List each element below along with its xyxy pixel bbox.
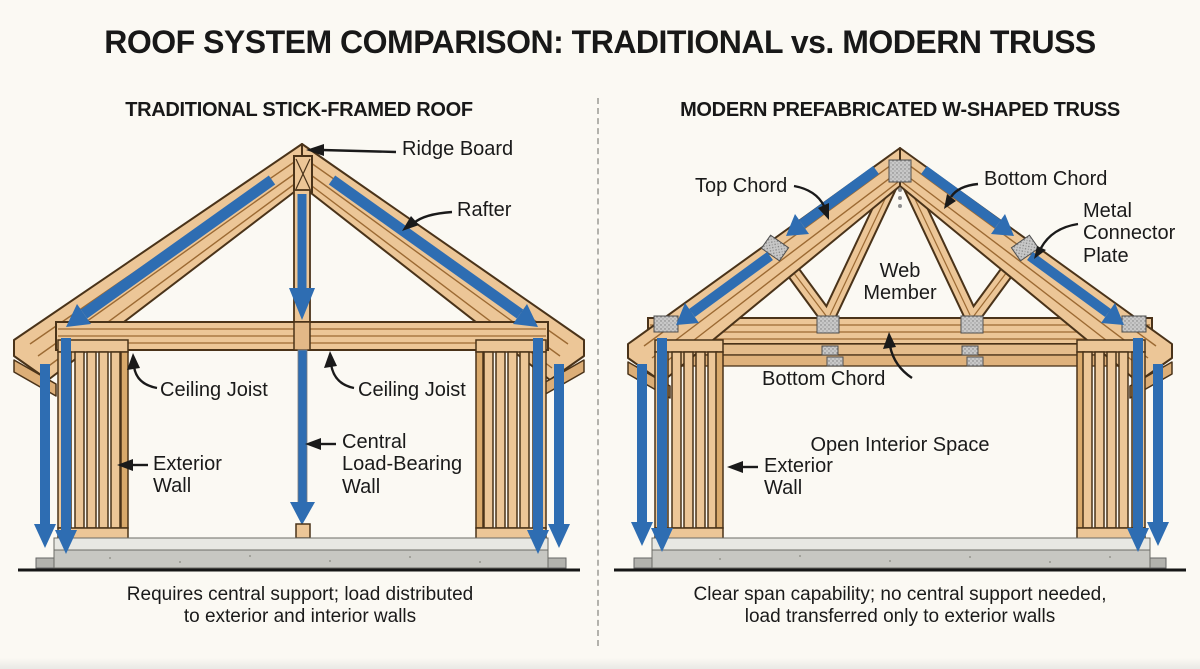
label-exterior-wall-left-panel: Exterior Wall <box>153 453 222 498</box>
foundation-slab <box>614 537 1186 572</box>
panel-divider-dashed-line <box>597 98 599 646</box>
ridge-board <box>293 155 313 193</box>
label-bottom-chord-lower: Bottom Chord <box>762 368 886 390</box>
right-panel-heading: MODERN PREFABRICATED W-SHAPED TRUSS <box>680 99 1120 121</box>
label-exterior-wall-right-panel: Exterior Wall <box>764 455 833 500</box>
label-bottom-chord-upper: Bottom Chord <box>984 168 1108 190</box>
page-title: ROOF SYSTEM COMPARISON: TRADITIONAL vs. … <box>104 24 1096 60</box>
label-rafter: Rafter <box>457 199 512 221</box>
right-panel-caption: Clear span capability; no central suppor… <box>693 584 1107 628</box>
ceiling-joist-band <box>55 321 549 351</box>
label-web-member: Web Member <box>863 260 937 305</box>
bottom-edge-blur-strip <box>0 658 1200 669</box>
left-panel-caption: Requires central support; load distribut… <box>126 584 474 628</box>
central-load-bearing-wall <box>290 349 315 539</box>
foundation-slab <box>18 537 580 572</box>
load-path-arrows <box>631 165 1169 552</box>
label-ceiling-joist-right: Ceiling Joist <box>358 379 466 401</box>
label-leader-arrows <box>117 144 453 471</box>
label-ridge-board: Ridge Board <box>402 138 514 160</box>
label-leader-arrows <box>727 182 1079 473</box>
label-metal-connector-plate: Metal Connector Plate <box>1083 200 1176 267</box>
label-top-chord: Top Chord <box>695 175 788 197</box>
traditional-roof-drawing <box>13 143 585 572</box>
modern-truss-drawing <box>614 147 1186 572</box>
label-central-load-bearing-wall: Central Load-Bearing Wall <box>342 431 463 498</box>
load-path-arrows <box>34 175 570 554</box>
metal-connector-plates <box>653 159 1147 367</box>
modern-truss-panel: Top Chord Bottom Chord Metal Connector P… <box>600 128 1200 669</box>
left-panel-heading: TRADITIONAL STICK-FRAMED ROOF <box>125 99 473 121</box>
label-open-interior-space: Open Interior Space <box>810 434 990 456</box>
label-ceiling-joist-left: Ceiling Joist <box>160 379 268 401</box>
traditional-roof-panel: Ridge Board Rafter Ceiling Joist Ceiling… <box>0 128 600 669</box>
central-post <box>289 189 315 325</box>
